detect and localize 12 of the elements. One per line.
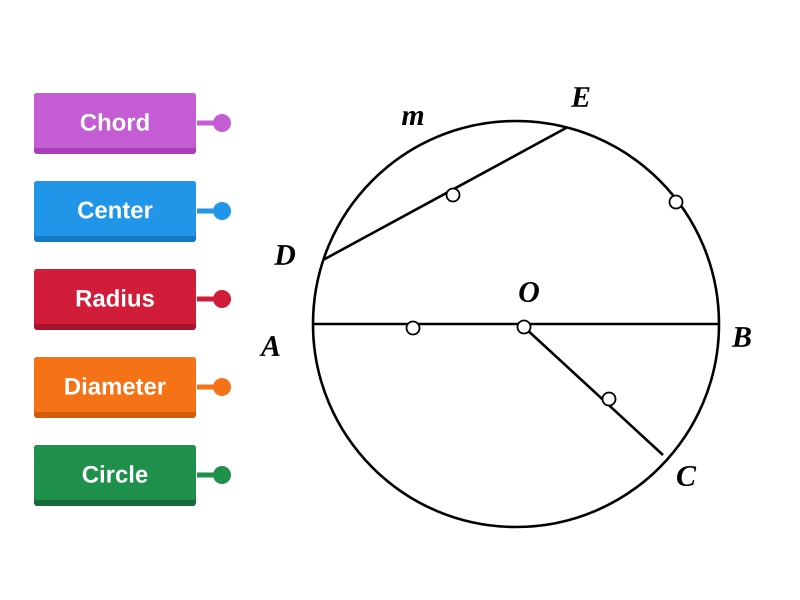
label-button: Radius [34,269,196,330]
label-button: Diameter [34,357,196,418]
point-label: m [402,110,424,126]
point-label: C [677,466,696,486]
label-button: Chord [34,93,196,154]
point-label: O [519,282,539,302]
point-label: B [732,327,751,347]
point-label: D [274,245,296,265]
label-button: Circle [34,445,196,506]
point-label: A [260,336,280,356]
label-button: Center [34,181,196,242]
point-label: E [570,87,590,107]
